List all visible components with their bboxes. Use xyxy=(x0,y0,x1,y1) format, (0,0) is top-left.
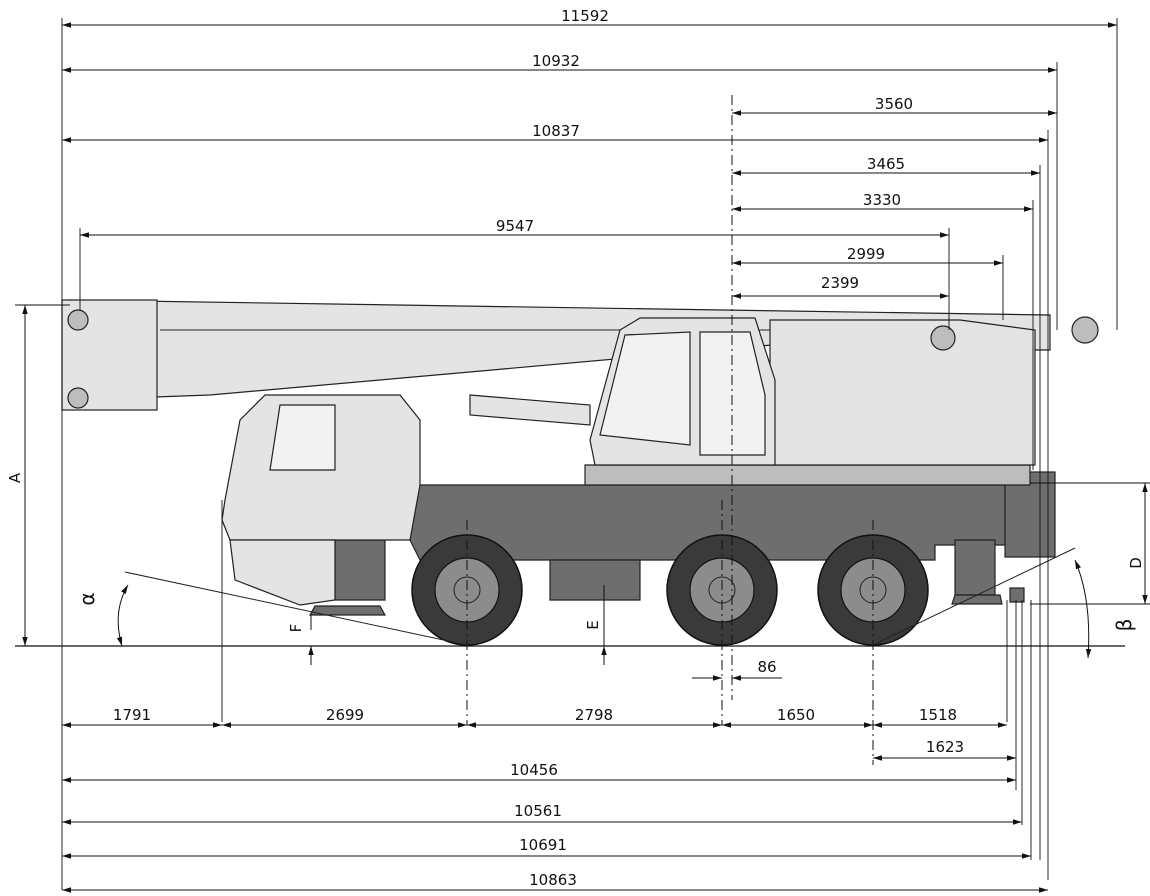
outrigger-box-front xyxy=(334,539,386,601)
dim-label: 2699 xyxy=(326,706,364,724)
offset-dimension: 86 xyxy=(692,658,782,681)
dim-label: 10691 xyxy=(519,836,567,854)
label-f: F xyxy=(287,624,305,633)
boom-pivot xyxy=(930,325,956,351)
bottom-overall-dimensions: 1623 10456 10561 10691 10863 xyxy=(62,738,1048,893)
operator-cab-window xyxy=(599,331,691,446)
rear-counter-block xyxy=(1004,471,1056,558)
crane-illustration xyxy=(15,299,1125,647)
superstructure-deck xyxy=(584,464,1031,486)
dim-label: 86 xyxy=(757,658,776,676)
rear-outrigger-pad xyxy=(951,594,1003,605)
luffing-cylinder xyxy=(469,394,591,426)
carrier-lower-frame xyxy=(549,559,641,601)
dim-label: 10837 xyxy=(532,122,580,140)
dim-label: 1791 xyxy=(113,706,151,724)
dim-label: 1623 xyxy=(926,738,964,756)
dim-label: 3465 xyxy=(867,155,905,173)
hook-block-sheave xyxy=(1071,316,1099,344)
dim-label: 2999 xyxy=(847,245,885,263)
dim-label: 10456 xyxy=(510,761,558,779)
boom-head-sheave-lower xyxy=(67,387,89,409)
dim-label: 2399 xyxy=(821,274,859,292)
bottom-chain-dimensions: 1791 2699 2798 1650 1518 xyxy=(62,706,1007,728)
label-a: A xyxy=(6,472,24,483)
letter-dimensions: A D E F α β xyxy=(6,305,1148,665)
outrigger-box-rear xyxy=(954,539,996,596)
superstructure-frame xyxy=(769,319,1036,466)
dim-label: 3330 xyxy=(863,191,901,209)
boom-head-sheave xyxy=(67,309,89,331)
dim-label: 9547 xyxy=(496,217,534,235)
operator-cab-door xyxy=(699,331,766,456)
dim-label: 1650 xyxy=(777,706,815,724)
label-beta: β xyxy=(1112,619,1136,632)
dim-label: 11592 xyxy=(561,7,609,25)
rear-lamp xyxy=(1009,587,1025,603)
top-dimensions: 11592 10932 3560 10837 3465 3330 9547 29… xyxy=(62,7,1117,299)
cab-window xyxy=(269,404,336,471)
departure-angle-line xyxy=(872,547,1076,646)
label-d: D xyxy=(1127,557,1145,569)
dim-label: 10932 xyxy=(532,52,580,70)
dim-label: 10561 xyxy=(514,802,562,820)
cab-lower xyxy=(229,539,336,606)
dim-label: 3560 xyxy=(875,95,913,113)
dim-label: 1518 xyxy=(919,706,957,724)
label-e: E xyxy=(584,620,602,629)
dim-label: 10863 xyxy=(529,871,577,889)
approach-angle-line xyxy=(124,571,468,646)
label-alpha: α xyxy=(75,592,99,605)
dim-label: 2798 xyxy=(575,706,613,724)
